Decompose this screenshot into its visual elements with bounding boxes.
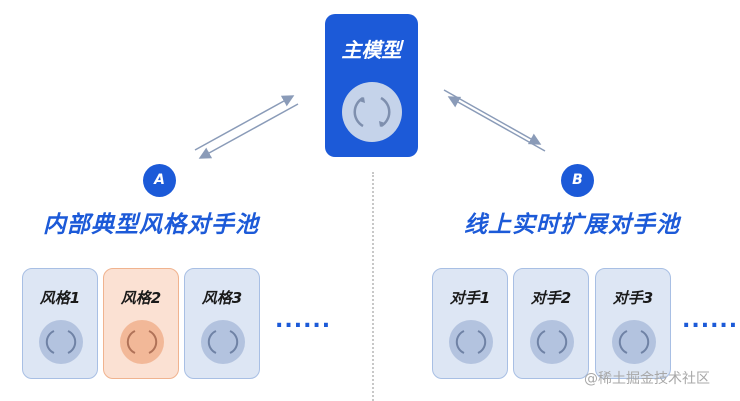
watermark: @稀土掘金技术社区 — [584, 371, 710, 387]
badge-a: A — [143, 164, 176, 197]
main-model-title: 主模型 — [341, 38, 402, 62]
left-arrow-to-main — [194, 95, 295, 151]
right-ellipsis: ...... — [682, 308, 739, 333]
card-label: 对手1 — [449, 289, 491, 307]
badge-b: B — [561, 164, 594, 197]
cycle-icon — [448, 319, 494, 365]
internal-style-pool-title: 内部典型风格对手池 — [43, 212, 259, 238]
card-label: 对手3 — [612, 289, 654, 307]
opponent-card-2: 对手2 — [513, 268, 589, 379]
online-opponent-pool-title: 线上实时扩展对手池 — [464, 212, 680, 238]
card-label: 风格1 — [39, 289, 81, 307]
opponent-card-1: 对手1 — [432, 268, 508, 379]
card-label: 对手2 — [530, 289, 572, 307]
cycle-icon — [38, 319, 84, 365]
cycle-icon — [529, 319, 575, 365]
cycle-icon — [611, 319, 657, 365]
style-card-1: 风格1 — [22, 268, 98, 379]
main-model-box: 主模型 — [325, 14, 418, 157]
right-arrow-from-main — [443, 89, 542, 145]
opponent-card-3: 对手3 — [595, 268, 671, 379]
left-ellipsis: ...... — [275, 308, 332, 333]
left-arrow-from-main — [198, 103, 299, 159]
cycle-icon — [119, 319, 165, 365]
style-card-2: 风格2 — [103, 268, 179, 379]
style-card-3: 风格3 — [184, 268, 260, 379]
center-divider — [372, 172, 374, 401]
cycle-icon — [200, 319, 246, 365]
right-arrow-to-main — [447, 96, 546, 152]
cycle-icon — [341, 81, 403, 143]
card-label: 风格2 — [120, 289, 162, 307]
card-label: 风格3 — [201, 289, 243, 307]
